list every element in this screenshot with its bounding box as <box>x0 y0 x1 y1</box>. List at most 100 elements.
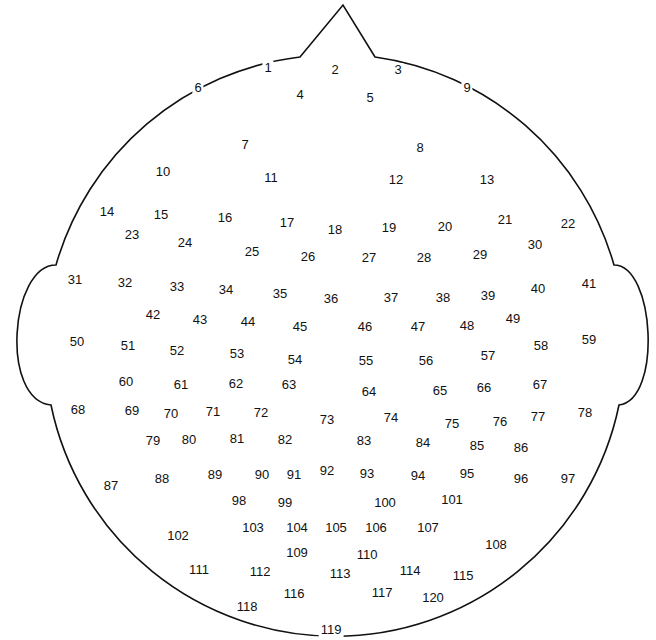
electrode-number: 33 <box>168 280 186 294</box>
electrode-number: 98 <box>230 494 248 508</box>
electrode-number: 90 <box>253 468 271 482</box>
electrode-number: 18 <box>326 223 344 237</box>
electrode-number: 68 <box>69 403 87 417</box>
electrode-number: 52 <box>168 344 186 358</box>
electrode-number: 75 <box>443 417 461 431</box>
electrode-number: 76 <box>491 415 509 429</box>
electrode-number: 56 <box>417 354 435 368</box>
electrode-number: 77 <box>529 410 547 424</box>
head-outline-path <box>17 5 648 636</box>
electrode-number: 66 <box>475 381 493 395</box>
electrode-number: 60 <box>117 375 135 389</box>
electrode-number: 107 <box>415 521 441 535</box>
electrode-number: 108 <box>483 538 509 552</box>
electrode-number: 105 <box>323 521 349 535</box>
electrode-number: 99 <box>276 496 294 510</box>
electrode-number: 117 <box>370 586 395 600</box>
electrode-number: 64 <box>360 385 378 399</box>
electrode-number: 26 <box>299 250 317 264</box>
electrode-number: 72 <box>252 406 270 420</box>
electrode-number: 45 <box>291 320 309 334</box>
electrode-number: 70 <box>162 407 180 421</box>
electrode-number: 23 <box>123 228 141 242</box>
electrode-number: 41 <box>580 277 598 291</box>
electrode-number: 8 <box>414 141 425 155</box>
electrode-number: 9 <box>461 81 472 95</box>
electrode-number: 97 <box>559 472 577 486</box>
electrode-number: 21 <box>496 213 514 227</box>
electrode-number: 30 <box>526 238 544 252</box>
electrode-number: 101 <box>439 493 465 507</box>
electrode-number: 46 <box>356 320 374 334</box>
electrode-number: 43 <box>191 313 209 327</box>
electrode-number: 22 <box>559 217 577 231</box>
electrode-number: 79 <box>144 434 162 448</box>
electrode-number: 3 <box>392 63 403 77</box>
electrode-number: 1 <box>262 61 273 75</box>
electrode-number: 83 <box>355 434 373 448</box>
electrode-number: 115 <box>451 569 476 583</box>
electrode-number: 96 <box>512 472 530 486</box>
electrode-number: 88 <box>153 472 171 486</box>
electrode-number: 5 <box>364 91 375 105</box>
electrode-number: 114 <box>398 564 423 578</box>
electrode-number: 102 <box>165 529 191 543</box>
electrode-number: 94 <box>409 469 427 483</box>
electrode-number: 29 <box>471 248 489 262</box>
electrode-number: 89 <box>206 468 224 482</box>
electrode-number: 20 <box>436 220 454 234</box>
electrode-number: 36 <box>322 292 340 306</box>
electrode-number: 118 <box>235 600 260 614</box>
electrode-number: 62 <box>227 377 245 391</box>
electrode-number: 47 <box>409 320 427 334</box>
electrode-number: 100 <box>372 496 398 510</box>
electrode-number: 59 <box>580 333 598 347</box>
electrode-number: 48 <box>458 319 476 333</box>
electrode-number: 80 <box>180 433 198 447</box>
electrode-number: 67 <box>531 378 549 392</box>
electrode-number: 32 <box>116 276 134 290</box>
electrode-number: 39 <box>479 289 497 303</box>
electrode-number: 12 <box>387 173 405 187</box>
electrode-number: 113 <box>328 567 353 581</box>
electrode-number: 19 <box>380 221 398 235</box>
electrode-number: 69 <box>123 404 141 418</box>
electrode-number: 37 <box>382 291 400 305</box>
electrode-number: 15 <box>152 208 170 222</box>
electrode-number: 35 <box>271 287 289 301</box>
electrode-number: 50 <box>68 335 86 349</box>
electrode-number: 110 <box>355 548 380 562</box>
electrode-number: 78 <box>576 406 594 420</box>
electrode-number: 86 <box>512 441 530 455</box>
electrode-number: 109 <box>284 546 310 560</box>
electrode-number: 85 <box>468 439 486 453</box>
electrode-number: 104 <box>284 521 310 535</box>
electrode-number: 82 <box>276 433 294 447</box>
electrode-number: 74 <box>382 411 400 425</box>
electrode-number: 25 <box>243 245 261 259</box>
electrode-number: 4 <box>294 88 305 102</box>
electrode-number: 57 <box>479 349 497 363</box>
electrode-number: 63 <box>280 378 298 392</box>
electrode-number: 54 <box>286 353 304 367</box>
electrode-number: 53 <box>228 347 246 361</box>
electrode-number: 87 <box>102 479 120 493</box>
electrode-number: 93 <box>358 467 376 481</box>
electrode-number: 11 <box>262 171 280 185</box>
electrode-number: 28 <box>415 251 433 265</box>
electrode-number: 116 <box>282 587 307 601</box>
electrode-number: 44 <box>239 315 257 329</box>
electrode-number: 40 <box>529 282 547 296</box>
electrode-number: 13 <box>478 173 496 187</box>
electrode-number: 38 <box>434 291 452 305</box>
electrode-number: 103 <box>240 521 266 535</box>
electrode-number: 71 <box>204 405 222 419</box>
electrode-number: 112 <box>248 565 273 579</box>
electrode-number: 17 <box>278 216 296 230</box>
electrode-number: 55 <box>357 354 375 368</box>
electrode-number: 14 <box>98 205 116 219</box>
electrode-number: 73 <box>318 413 336 427</box>
electrode-number: 6 <box>192 81 203 95</box>
